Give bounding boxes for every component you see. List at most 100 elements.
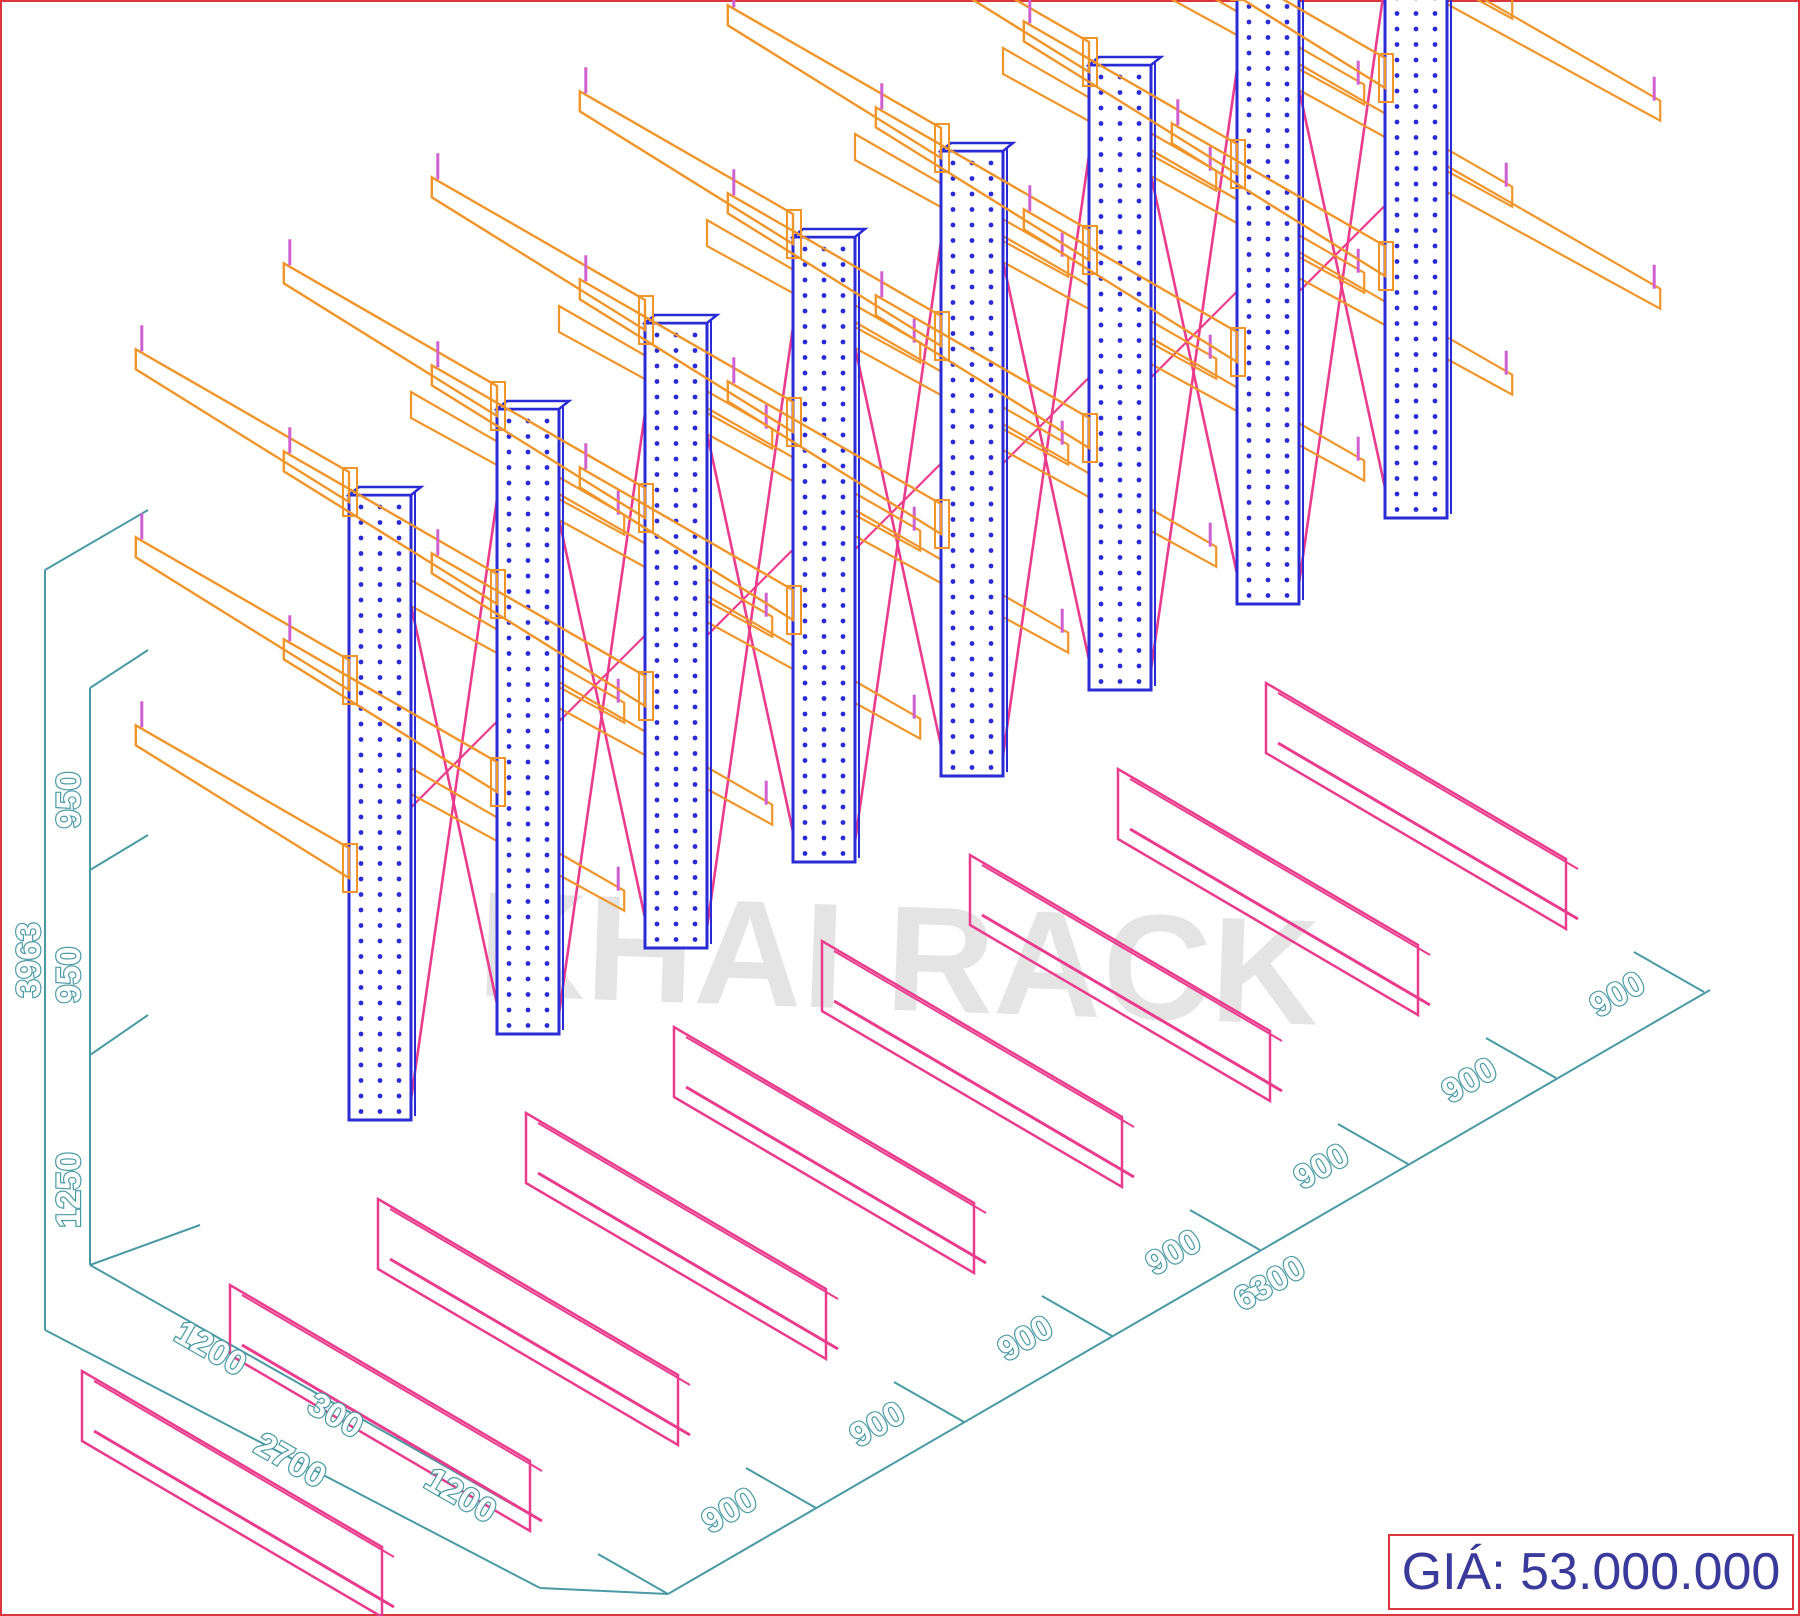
column-hole (396, 613, 402, 618)
column-hole (969, 408, 975, 414)
column-hole (802, 727, 808, 732)
column-hole (1432, 212, 1438, 218)
column-hole (821, 386, 827, 391)
column-hole (802, 324, 808, 329)
column-hole (654, 456, 660, 462)
column-hole (969, 331, 975, 336)
column-hole (1098, 291, 1104, 297)
base-flange (1277, 741, 1579, 921)
column-hole (377, 659, 383, 665)
column-hole (673, 580, 679, 586)
dimension-line (745, 1467, 817, 1509)
column-hole (506, 961, 512, 966)
column-hole (1136, 74, 1142, 80)
dimension-line (44, 1329, 541, 1589)
column-hole (821, 711, 827, 717)
column-hole (1136, 508, 1142, 514)
column-hole (988, 594, 994, 600)
column-hole (988, 548, 994, 553)
column-hole (1098, 198, 1104, 204)
column-hole (969, 765, 975, 770)
column-hole (969, 284, 975, 290)
column-hole (525, 682, 531, 687)
column-hole (506, 449, 512, 455)
column-hole (525, 759, 531, 765)
column-hole (1265, 112, 1271, 118)
dim-bay-width: 900 (1435, 1050, 1503, 1111)
column-hole (802, 339, 808, 345)
column-hole (654, 735, 660, 741)
column-hole (988, 656, 994, 662)
arm-bracket (1082, 37, 1098, 87)
column-hole (1098, 493, 1104, 498)
column-hole (544, 651, 550, 656)
arm-bracket (786, 209, 802, 259)
column-hole (506, 728, 512, 734)
front-arm (578, 89, 795, 247)
column-hole (1394, 212, 1400, 218)
column-hole (1098, 105, 1104, 111)
front-arm (134, 347, 351, 505)
column-hole (506, 496, 512, 501)
column-hole (673, 549, 679, 555)
column-hole (840, 541, 846, 546)
column-hole (358, 597, 364, 603)
column-hole (544, 821, 550, 827)
column-hole (840, 355, 846, 360)
column-hole (988, 207, 994, 212)
column-hole (988, 439, 994, 445)
column-hole (358, 1047, 364, 1052)
front-arm (726, 379, 943, 537)
dim-bay-width: 900 (991, 1308, 1059, 1369)
column-hole (1246, 50, 1252, 56)
column-hole (1098, 260, 1104, 266)
base-flange (537, 1171, 839, 1351)
column-hole (544, 558, 550, 563)
column-hole (1413, 42, 1419, 47)
column-hole (377, 845, 383, 851)
column-hole (802, 355, 808, 360)
column-hole (1413, 476, 1419, 481)
column-hole (358, 535, 364, 541)
column-hole (1284, 298, 1290, 304)
column-hole (506, 666, 512, 672)
column-hole (396, 566, 402, 572)
column-hole (506, 976, 512, 982)
column-hole (1117, 167, 1123, 173)
column-hole (1432, 135, 1438, 140)
column-hole (1098, 632, 1104, 638)
column-hole (1117, 183, 1123, 188)
column-hole (988, 610, 994, 615)
column-hole (692, 642, 698, 648)
column-hole (802, 479, 808, 484)
column-hole (840, 804, 846, 810)
column-hole (1432, 57, 1438, 63)
column-hole (396, 644, 402, 649)
column-hole (1117, 105, 1123, 111)
column-hole (377, 969, 383, 975)
column-hole (988, 765, 994, 770)
column-hole (673, 394, 679, 400)
column-hole (377, 628, 383, 634)
column-hole (692, 937, 698, 942)
dim-bay-width: 900 (1583, 964, 1651, 1025)
column-hole (1413, 197, 1419, 202)
column-hole (1265, 66, 1271, 71)
column-hole (1098, 462, 1104, 467)
column-hole (950, 160, 956, 166)
column-hole (1136, 260, 1142, 266)
column-hole (1098, 353, 1104, 359)
column-hole (840, 386, 846, 391)
column-hole (840, 742, 846, 748)
brace (409, 604, 499, 1005)
column-hole (544, 1023, 550, 1028)
column-hole (654, 487, 660, 493)
column-hole (802, 758, 808, 763)
column-hole (358, 1109, 364, 1114)
column-hole (802, 618, 808, 624)
column-hole (969, 703, 975, 708)
base-flange (981, 864, 1283, 1042)
column-hole (506, 651, 512, 656)
front-arm (430, 175, 647, 333)
column-hole (544, 418, 550, 424)
